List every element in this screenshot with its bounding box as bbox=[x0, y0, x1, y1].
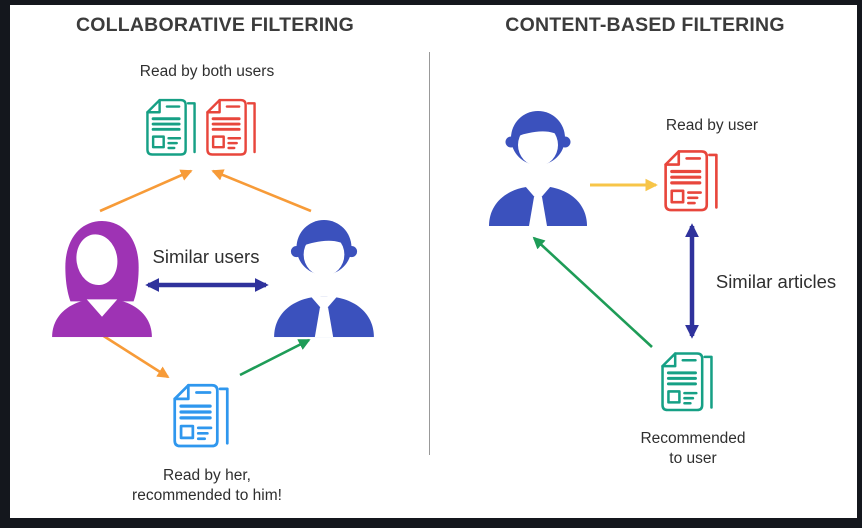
recommended-to-user-label: Recommended to user bbox=[613, 429, 773, 469]
arrow-woman-to-blue-doc bbox=[101, 333, 170, 379]
read-by-both-users-label: Read by both users bbox=[139, 63, 275, 80]
document-icon-blue bbox=[172, 377, 230, 457]
document-icon-red-left bbox=[205, 92, 257, 165]
read-by-user-label: Read by user bbox=[665, 117, 759, 134]
arrows-layer bbox=[99, 169, 699, 379]
man-user-icon-right bbox=[483, 105, 593, 229]
arrow-woman-to-read-docs bbox=[99, 169, 193, 213]
arrow-blue-doc-to-man bbox=[239, 338, 311, 377]
similar-articles-label: Similar articles bbox=[715, 271, 837, 292]
man-user-icon-left bbox=[268, 215, 380, 339]
arrow-recommended-doc-to-user bbox=[532, 236, 653, 348]
right-panel-title: CONTENT-BASED FILTERING bbox=[505, 14, 785, 36]
read-by-her-line1: Read by her, bbox=[163, 467, 251, 484]
woman-user-icon bbox=[46, 215, 158, 339]
similar-users-label: Similar users bbox=[152, 246, 260, 267]
recommended-line1: Recommended bbox=[640, 430, 746, 447]
recommended-line2: to user bbox=[669, 450, 717, 467]
diagram-canvas: COLLABORATIVE FILTERING CONTENT-BASED FI… bbox=[10, 5, 857, 518]
panel-divider bbox=[429, 52, 430, 455]
document-icon-red-right bbox=[663, 145, 719, 219]
left-panel-title: COLLABORATIVE FILTERING bbox=[76, 14, 354, 36]
arrow-man-to-read-docs bbox=[211, 169, 312, 213]
read-by-her-label: Read by her, recommended to him! bbox=[82, 466, 332, 506]
document-icon-teal-left bbox=[145, 92, 197, 165]
document-icon-teal-right bbox=[660, 347, 714, 419]
read-by-her-line2: recommended to him! bbox=[132, 487, 282, 504]
